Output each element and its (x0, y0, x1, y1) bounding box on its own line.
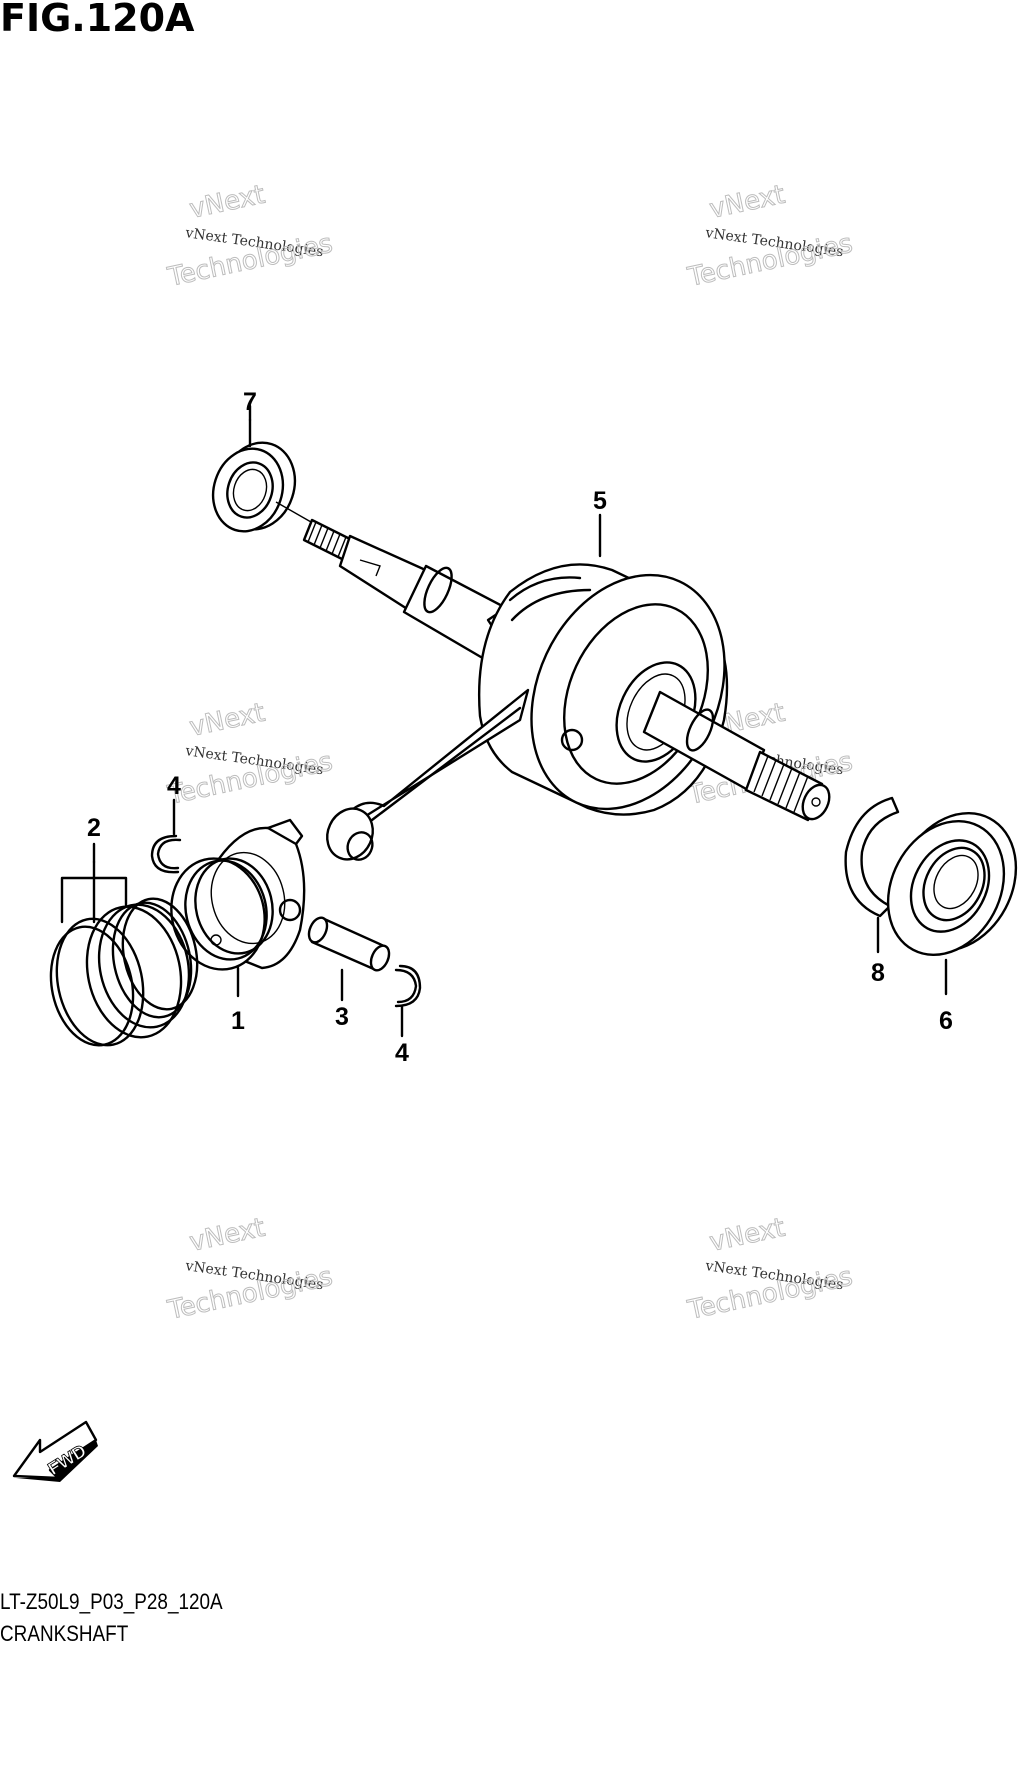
part-4-circlip-upper[interactable] (150, 798, 182, 874)
figure-description: CRANKSHAFT (0, 1621, 129, 1646)
watermark: vNext vNext Technologies Technologies (684, 179, 856, 293)
part-4-circlip-lower[interactable] (394, 964, 422, 1038)
callout-2: 2 (87, 814, 101, 842)
callout-4-lower: 4 (395, 1039, 409, 1067)
svg-text:vNext: vNext (187, 698, 268, 743)
part-8-snap-ring[interactable] (844, 796, 900, 954)
part-3-piston-pin[interactable] (305, 915, 392, 1002)
svg-text:vNext: vNext (187, 1213, 268, 1258)
part-6-bearing[interactable] (865, 792, 1024, 996)
figure-title: FIG.120A (0, 0, 195, 40)
watermark: vNext vNext Technologies Technologies (164, 1212, 336, 1326)
fwd-arrow-icon: FWD (12, 1420, 98, 1482)
part-2-piston-ring-set[interactable] (40, 842, 206, 1053)
figure-code: LT-Z50L9_P03_P28_120A (0, 1589, 223, 1614)
part-7-oil-seal[interactable] (203, 404, 306, 540)
watermark: vNext vNext Technologies Technologies (164, 179, 336, 293)
part-5-crankshaft[interactable] (275, 501, 834, 867)
callout-5: 5 (593, 487, 607, 515)
callout-6: 6 (939, 1007, 953, 1035)
watermark: vNext vNext Technologies Technologies (684, 1212, 856, 1326)
callout-7: 7 (243, 388, 257, 416)
svg-text:vNext: vNext (187, 180, 268, 225)
callout-3: 3 (335, 1003, 349, 1031)
svg-text:vNext: vNext (707, 180, 788, 225)
watermark: vNext vNext Technologies Technologies (164, 697, 336, 811)
callout-4-upper: 4 (167, 772, 181, 800)
callout-8: 8 (871, 959, 885, 987)
callout-1: 1 (231, 1007, 245, 1035)
svg-text:vNext: vNext (707, 1213, 788, 1258)
